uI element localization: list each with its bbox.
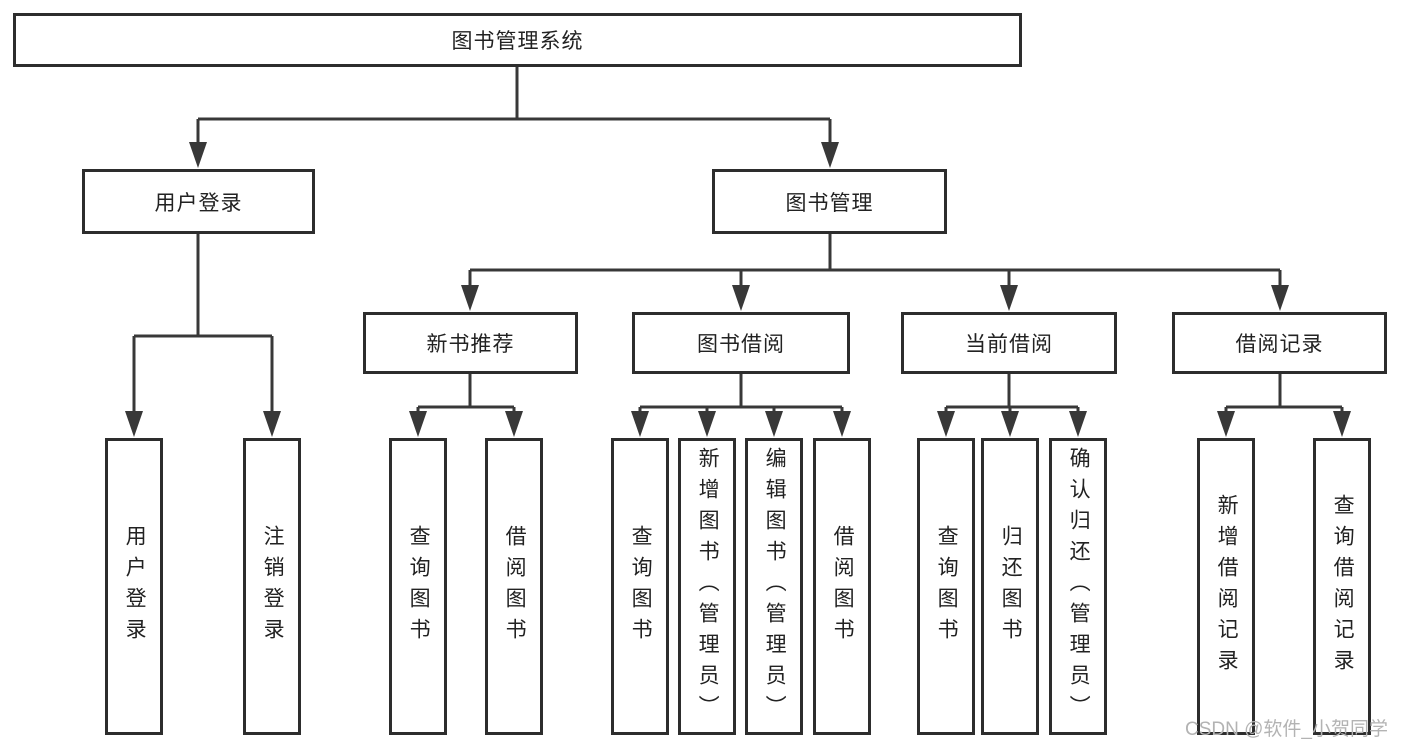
edges-new-book-rec [409,374,523,437]
node-label: 新书推荐 [426,333,515,356]
node-label: 图书管理 [785,191,874,215]
node-current-borrowing: 当前借阅 [901,312,1117,374]
edges-book-management [461,234,1289,311]
node-borrowing-records: 借阅记录 [1172,312,1387,374]
leaf-edit-books-admin: 编辑图书（管理员） [745,438,803,735]
arrowhead-icon [833,411,851,437]
edges-current-borrow [937,374,1087,437]
arrowhead-icon [1271,285,1289,311]
node-label: 查询借阅记录 [1331,493,1355,680]
node-user-login: 用户登录 [82,169,315,234]
arrowhead-icon [698,411,716,437]
arrowhead-icon [631,411,649,437]
leaf-confirm-return-admin: 确认归还（管理员） [1049,438,1107,735]
node-label: 编辑图书（管理员） [763,447,787,726]
leaf-add-books-admin: 新增图书（管理员） [678,438,736,735]
leaf-query-books-recommend: 查询图书 [389,438,447,735]
node-label: 图书借阅 [697,333,785,356]
leaf-return-books: 归还图书 [981,438,1039,735]
node-book-management: 图书管理 [712,169,947,234]
node-label: 借阅图书 [503,524,527,649]
node-label: 查询图书 [629,524,653,649]
node-label: 新增借阅记录 [1215,493,1239,680]
node-label: 当前借阅 [965,333,1053,356]
leaf-query-books-borrow: 查询图书 [611,438,669,735]
edges-user-login [125,234,281,437]
node-label: 借阅记录 [1235,333,1324,356]
node-label: 确认归还（管理员） [1067,447,1091,726]
leaf-query-books-current: 查询图书 [917,438,975,735]
arrowhead-icon [937,411,955,437]
leaf-query-borrow-record: 查询借阅记录 [1313,438,1371,735]
leaf-borrow-books-recommend: 借阅图书 [485,438,543,735]
arrowhead-icon [505,411,523,437]
leaf-add-borrow-record: 新增借阅记录 [1197,438,1255,735]
arrowhead-icon [821,142,839,168]
arrowhead-icon [1069,411,1087,437]
arrowhead-icon [1001,411,1019,437]
arrowhead-icon [1217,411,1235,437]
arrowhead-icon [1000,285,1018,311]
edges-root [189,67,839,168]
node-label: 查询图书 [407,524,431,649]
edges-book-borrow [631,373,851,437]
arrowhead-icon [263,411,281,437]
leaf-user-login: 用户登录 [105,438,163,735]
node-label: 用户登录 [154,191,243,215]
arrowhead-icon [1333,411,1351,437]
csdn-watermark: CSDN @软件_小贺同学 [1185,719,1388,740]
node-label: 新增图书（管理员） [696,447,720,726]
leaf-logout: 注销登录 [243,438,301,735]
node-label: 图书管理系统 [451,30,584,53]
node-book-borrowing: 图书借阅 [632,312,850,374]
node-label: 用户登录 [123,524,147,649]
arrowhead-icon [125,411,143,437]
arrowhead-icon [189,142,207,168]
node-label: 注销登录 [261,524,285,649]
arrowhead-icon [765,411,783,437]
node-label: 借阅图书 [831,524,855,649]
node-new-book-recommendation: 新书推荐 [363,312,578,374]
arrowhead-icon [409,411,427,437]
arrowhead-icon [732,285,750,311]
node-library-management-system: 图书管理系统 [13,13,1022,67]
arrowhead-icon [461,285,479,311]
edges-borrow-records [1217,374,1351,437]
node-label: 查询图书 [935,524,959,649]
node-label: 归还图书 [999,524,1023,649]
leaf-borrow-books: 借阅图书 [813,438,871,735]
